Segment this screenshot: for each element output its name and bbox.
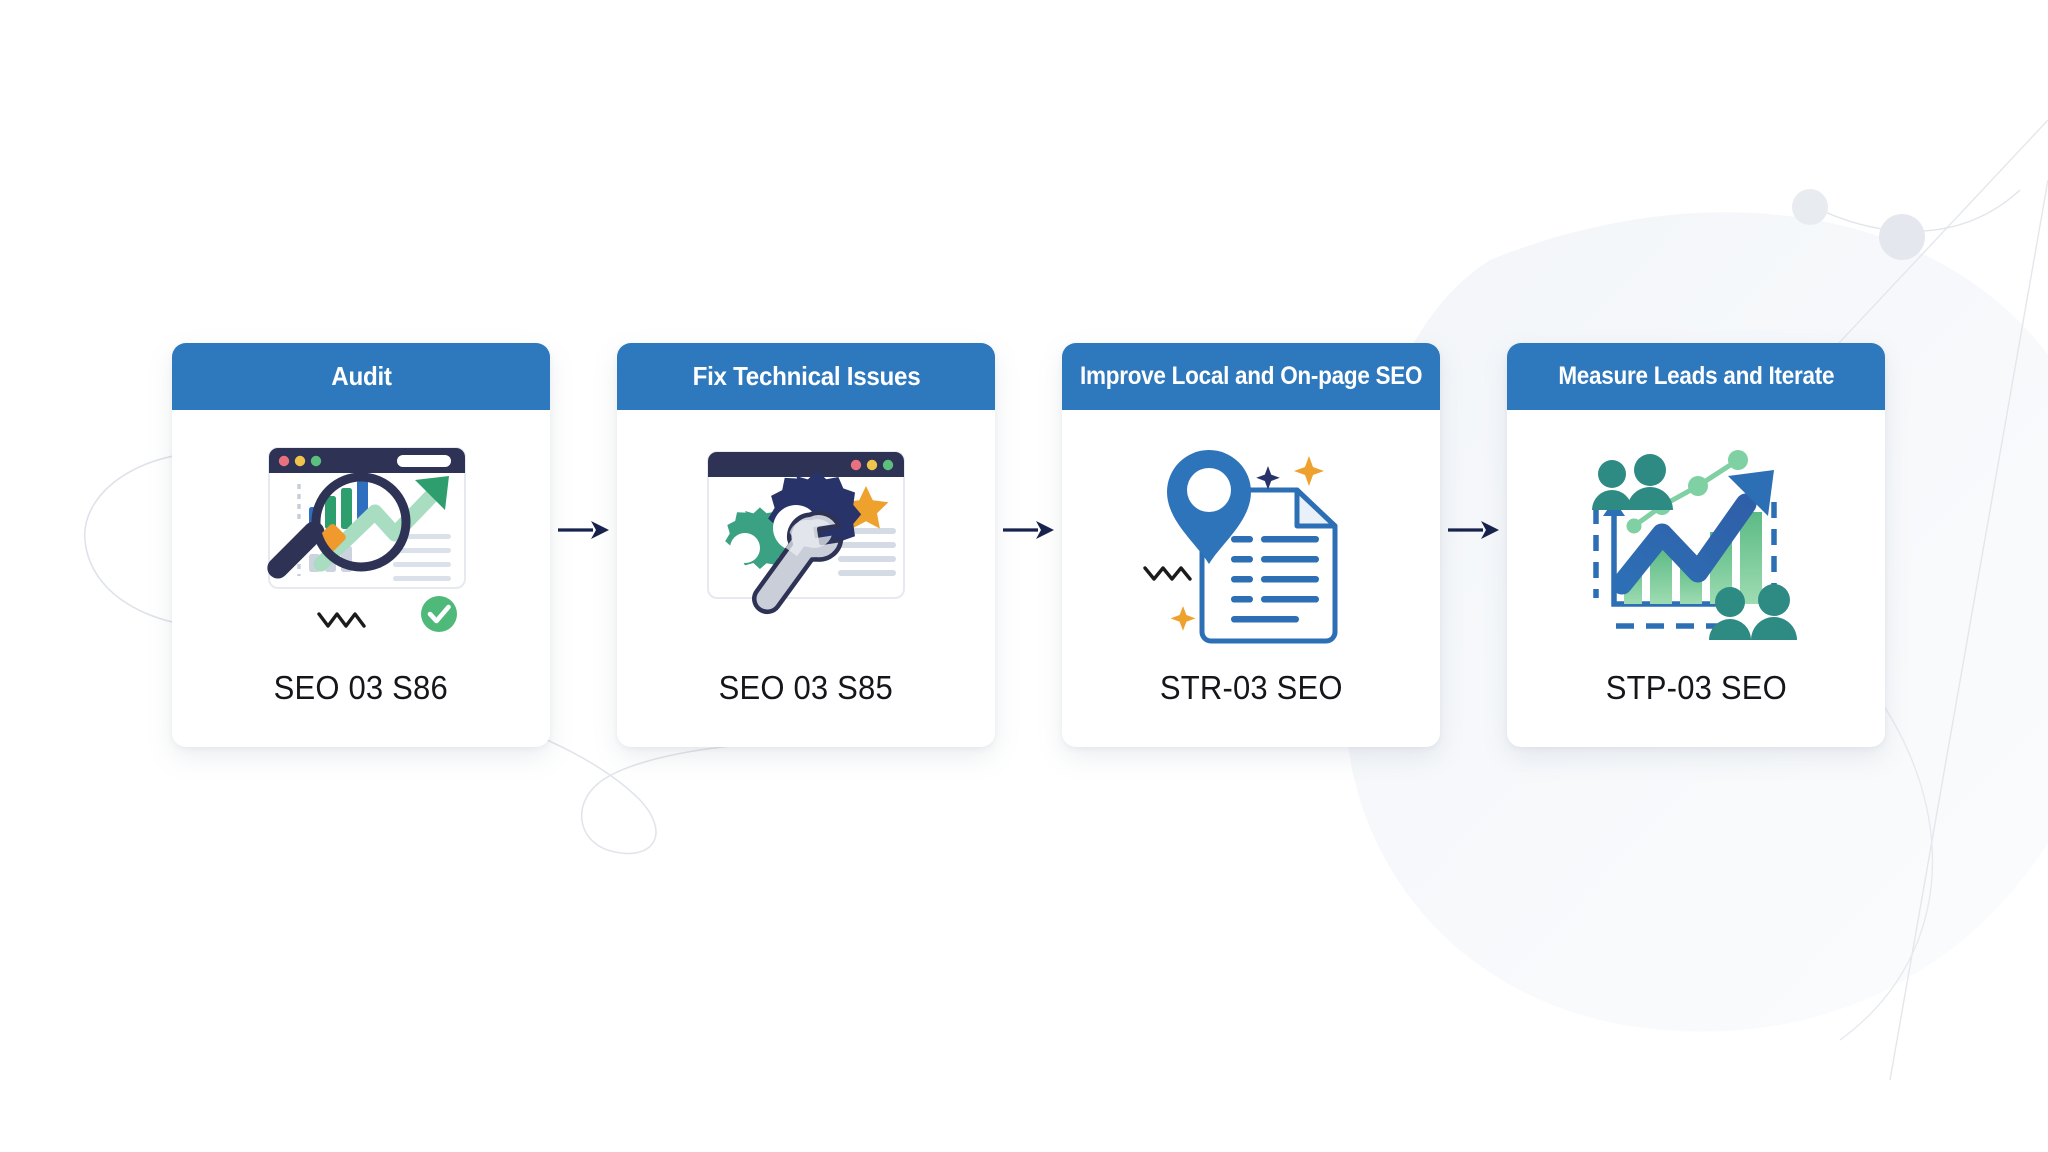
flow-step-card-improve-local-onpage-seo[interactable]: Improve Local and On-page SEO (1062, 343, 1440, 747)
card-header-title: Fix Technical Issues (692, 361, 920, 391)
card-caption: STP-03 SEO (1605, 669, 1787, 706)
card-caption: SEO 03 S85 (718, 669, 894, 706)
card-header-measure-leads-iterate: Measure Leads and Iterate (1507, 343, 1885, 410)
card-header-fix-technical-issues: Fix Technical Issues (617, 343, 995, 410)
growth-chart-people-icon (1507, 410, 1885, 669)
audit-magnifier-dashboard-icon (172, 410, 550, 669)
card-header-title: Improve Local and On-page SEO (1079, 362, 1423, 390)
map-pin-document-icon (1062, 410, 1440, 669)
card-caption: SEO 03 S86 (273, 669, 449, 706)
card-header-title: Measure Leads and Iterate (1558, 362, 1834, 390)
card-header-audit: Audit (172, 343, 550, 410)
flow-connector (550, 518, 617, 542)
flow-step-card-audit[interactable]: Audit (172, 343, 550, 747)
flow-step-card-fix-technical-issues[interactable]: Fix Technical Issues (617, 343, 995, 747)
arrow-right-icon (1447, 521, 1499, 539)
gears-wrench-browser-icon (617, 410, 995, 669)
card-header-title: Audit (330, 361, 392, 391)
flow-connector (1440, 518, 1507, 542)
flow-connector (995, 518, 1062, 542)
card-header-improve-local-onpage-seo: Improve Local and On-page SEO (1062, 343, 1440, 410)
arrow-right-icon (1002, 521, 1054, 539)
card-caption: STR-03 SEO (1159, 669, 1343, 706)
flow-step-card-measure-leads-iterate[interactable]: Measure Leads and Iterate (1507, 343, 1885, 747)
arrow-right-icon (557, 521, 609, 539)
